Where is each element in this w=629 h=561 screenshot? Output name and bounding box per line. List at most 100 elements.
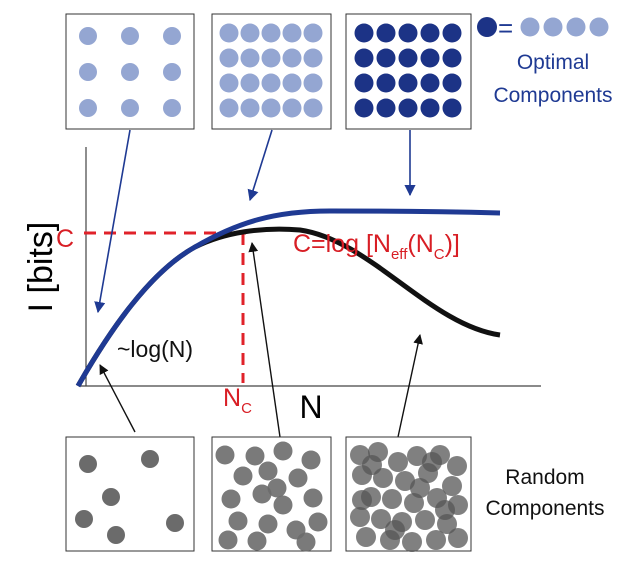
component-dot <box>442 98 462 118</box>
component-dot <box>442 23 462 43</box>
component-dot <box>442 48 462 68</box>
random-dot <box>308 512 328 532</box>
component-dot <box>398 73 418 93</box>
component-dot <box>354 98 374 118</box>
random-dot <box>141 450 159 468</box>
component-dot <box>282 98 302 118</box>
component-dot <box>121 99 139 117</box>
component-dot <box>121 63 139 81</box>
legend-light-dot <box>589 17 609 37</box>
capacity-formula: C=log [Neff(NC)] <box>293 230 460 263</box>
component-dot <box>79 27 97 45</box>
random-dot <box>107 526 125 544</box>
optimal-panel-dense <box>345 13 472 130</box>
dense-dot-grid <box>354 23 462 118</box>
optimal-label-line1: Optimal <box>517 51 589 74</box>
component-dot <box>420 23 440 43</box>
component-dot <box>163 27 181 45</box>
component-dot <box>282 48 302 68</box>
random-dot <box>402 532 422 552</box>
random-dot <box>273 495 293 515</box>
arrow-sparse-to-curve <box>94 129 131 314</box>
random-dot <box>166 514 184 532</box>
random-dot <box>382 489 402 509</box>
log-n-label: ~log(N) <box>117 336 193 362</box>
arrow-random-dense-to-curve <box>397 334 423 438</box>
y-axis-label: I [bits] <box>22 222 60 313</box>
component-dot <box>282 73 302 93</box>
random-dot <box>258 514 278 534</box>
component-dot <box>442 73 462 93</box>
component-dot <box>121 27 139 45</box>
random-dot <box>303 488 323 508</box>
random-dot <box>426 530 446 550</box>
component-dot <box>354 48 374 68</box>
random-dot <box>301 450 321 470</box>
random-dot <box>407 446 427 466</box>
component-dot <box>163 63 181 81</box>
component-dot <box>420 48 440 68</box>
x-axis-label: N <box>299 389 322 425</box>
random-dot <box>252 484 272 504</box>
medium-dot-grid <box>219 23 323 118</box>
component-dot <box>261 48 281 68</box>
component-dot <box>303 23 323 43</box>
component-dot <box>354 23 374 43</box>
random-dot <box>352 490 372 510</box>
component-dot <box>261 23 281 43</box>
random-dot <box>448 528 468 548</box>
legend-light-dot <box>566 17 586 37</box>
component-dot <box>398 98 418 118</box>
optimal-panel-sparse <box>65 13 195 130</box>
random-dot <box>447 456 467 476</box>
dark-dot-icon <box>477 17 497 37</box>
random-dot <box>388 452 408 472</box>
random-dot <box>215 445 235 465</box>
component-dot <box>219 23 239 43</box>
random-dot <box>228 511 248 531</box>
component-dot <box>376 73 396 93</box>
optimal-components-curve <box>75 208 501 388</box>
random-sparse-dots <box>75 450 184 544</box>
component-dot <box>240 73 260 93</box>
sparse-dot-grid <box>79 27 181 117</box>
random-dot <box>245 446 265 466</box>
random-dense-dots <box>350 442 468 552</box>
legend-light-dot <box>520 17 540 37</box>
random-label-line1: Random <box>505 466 584 489</box>
component-dot <box>303 98 323 118</box>
component-dot <box>261 73 281 93</box>
random-dot <box>233 466 253 486</box>
random-panel-dense <box>345 436 472 552</box>
component-dot <box>219 98 239 118</box>
component-dot <box>282 23 302 43</box>
component-dot <box>79 63 97 81</box>
optimal-legend: = Optimal Components <box>477 13 613 107</box>
random-dot <box>102 488 120 506</box>
component-dot <box>376 98 396 118</box>
random-dot <box>442 476 462 496</box>
random-panel-medium <box>211 436 332 552</box>
legend-light-dot <box>543 17 563 37</box>
random-dot <box>247 531 267 551</box>
random-medium-dots <box>215 441 328 552</box>
random-dot <box>422 452 442 472</box>
component-dot <box>398 48 418 68</box>
random-dot <box>296 532 316 552</box>
random-panel-sparse <box>65 436 195 552</box>
component-dot <box>240 48 260 68</box>
component-dot <box>240 98 260 118</box>
random-dot <box>350 507 370 527</box>
random-dot <box>356 527 376 547</box>
random-dot <box>435 500 455 520</box>
component-dot <box>376 23 396 43</box>
component-dot <box>420 98 440 118</box>
component-dot <box>303 48 323 68</box>
random-dot <box>267 478 287 498</box>
random-dot <box>395 471 415 491</box>
component-dot <box>261 98 281 118</box>
component-dot <box>240 23 260 43</box>
light-dots-icon <box>520 17 609 37</box>
component-dot <box>420 73 440 93</box>
